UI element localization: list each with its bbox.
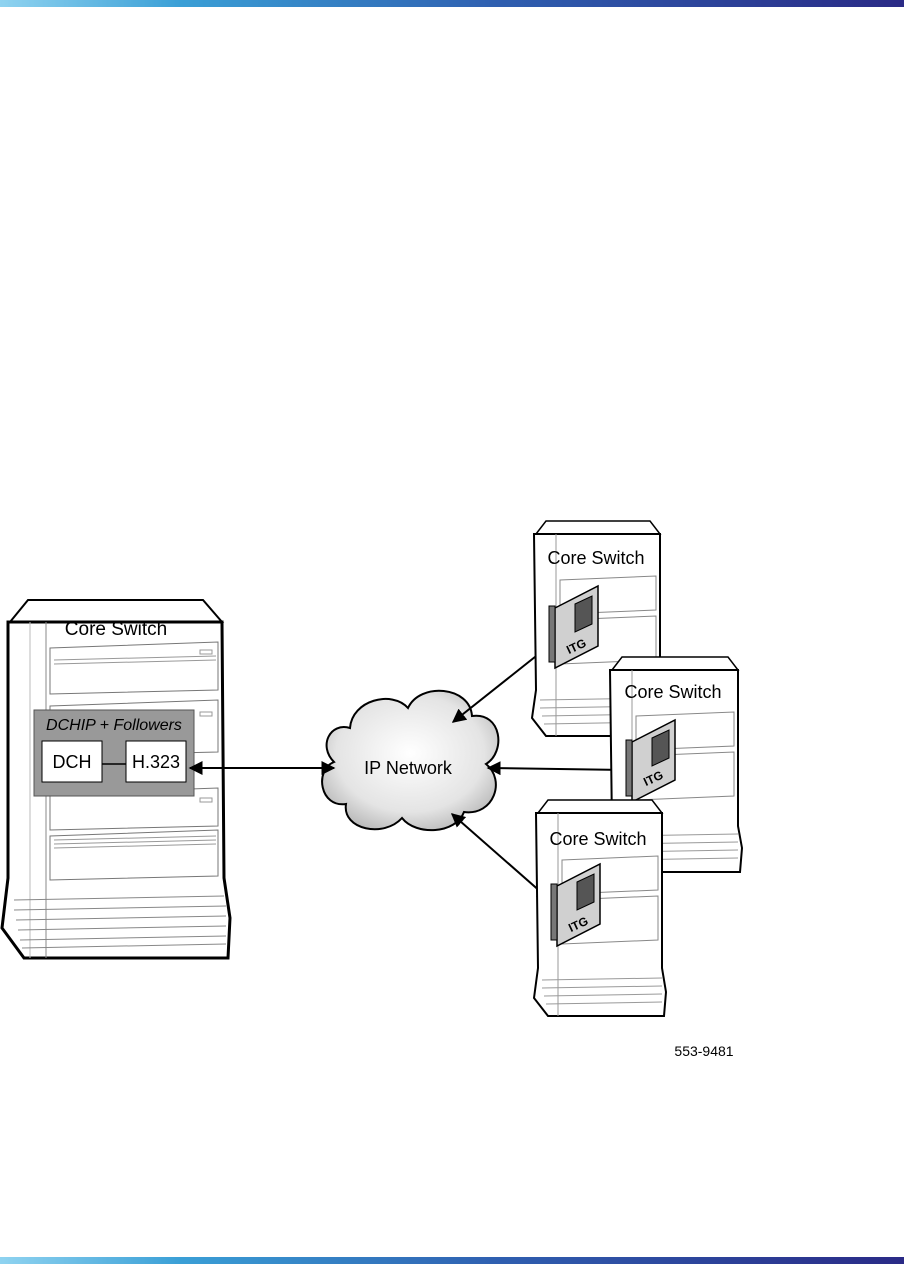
itg-card-2 bbox=[625, 718, 676, 804]
arrow-network-to-switch-3 bbox=[450, 813, 552, 901]
figure-id: 553-9481 bbox=[674, 1043, 733, 1059]
header-color-bar bbox=[0, 0, 904, 7]
remote-switch-1-label: Core Switch bbox=[547, 548, 644, 568]
arrow-network-to-switch-1 bbox=[451, 644, 552, 723]
footer-color-bar bbox=[0, 1257, 904, 1264]
itg-card-1 bbox=[548, 584, 599, 670]
dchip-group-label: DCHIP + Followers bbox=[46, 717, 182, 734]
h323-box bbox=[125, 740, 187, 783]
dch-label: DCH bbox=[53, 752, 92, 772]
ip-network-cloud bbox=[321, 689, 500, 832]
remote-switch-3-label: Core Switch bbox=[549, 829, 646, 849]
itg-card-3 bbox=[550, 862, 601, 948]
h323-label: H.323 bbox=[132, 752, 180, 772]
arrow-network-to-switch-2 bbox=[486, 761, 628, 777]
main-switch-label: Core Switch bbox=[65, 619, 167, 640]
dch-box bbox=[41, 740, 103, 783]
remote-switch-2-label: Core Switch bbox=[624, 682, 721, 702]
ip-network-label: IP Network bbox=[364, 758, 453, 778]
